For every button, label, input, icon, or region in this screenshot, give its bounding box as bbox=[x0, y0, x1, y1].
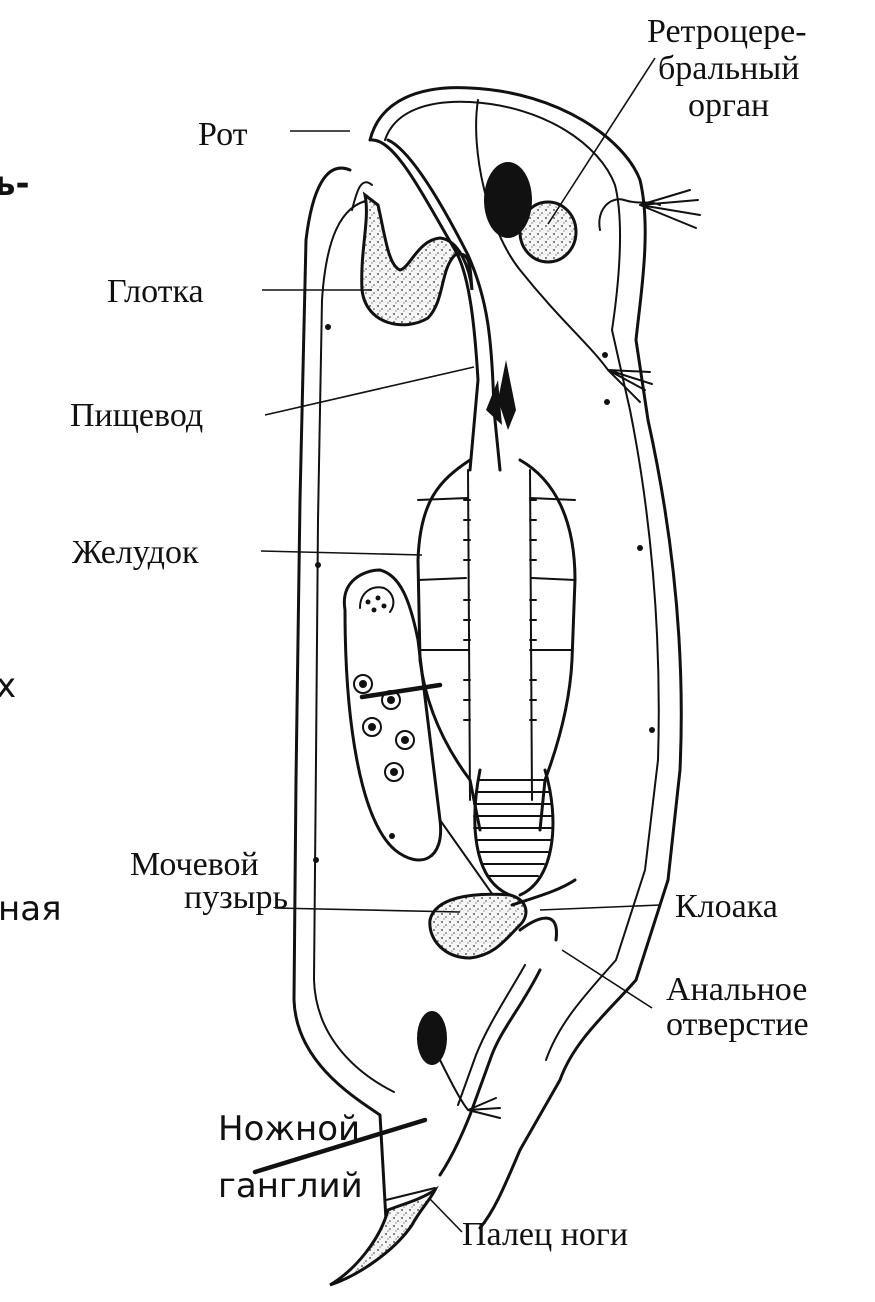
label-toe: Палец ноги bbox=[462, 1216, 628, 1253]
germovitellarium bbox=[344, 570, 500, 905]
foot-ganglion-shape bbox=[417, 1011, 447, 1065]
intestine bbox=[474, 770, 553, 895]
label-mouth: Рот bbox=[198, 116, 248, 153]
pharynx-shape bbox=[362, 195, 472, 325]
label-stomach: Желудок bbox=[72, 534, 199, 571]
overlay-cut-top: ь- bbox=[0, 164, 30, 204]
cloaca-shape bbox=[512, 880, 575, 905]
overlay-foot-ganglion-line1: Ножной bbox=[218, 1109, 360, 1149]
label-retrocerebral-line1: Ретроцере- bbox=[647, 13, 807, 50]
body-outline bbox=[294, 88, 681, 1228]
printed-labels: Ретроцере- бральный орган Рот Глотка Пищ… bbox=[70, 13, 809, 1253]
overlay-cut-left-1: х bbox=[0, 666, 16, 706]
label-bladder-line2: пузырь bbox=[184, 879, 288, 916]
label-anus-line2: отверстие bbox=[666, 1006, 809, 1043]
label-bladder-line1: Мочевой bbox=[130, 846, 259, 883]
label-retrocerebral-line3: орган bbox=[688, 87, 769, 124]
label-esophagus: Пищевод bbox=[70, 397, 203, 434]
overlay-cut-left-2: ная bbox=[0, 889, 62, 929]
retrocerebral-dark-body bbox=[484, 162, 532, 238]
stomach-shape bbox=[418, 460, 575, 830]
label-pharynx: Глотка bbox=[107, 273, 204, 310]
label-anus-line1: Анальное bbox=[666, 971, 807, 1008]
label-cloaca: Клоака bbox=[675, 888, 778, 925]
head-structures bbox=[352, 100, 700, 402]
anus-opening bbox=[520, 918, 557, 940]
overlay-foot-ganglion-line2: ганглий bbox=[218, 1166, 363, 1206]
label-retrocerebral-line2: бральный bbox=[658, 50, 799, 87]
